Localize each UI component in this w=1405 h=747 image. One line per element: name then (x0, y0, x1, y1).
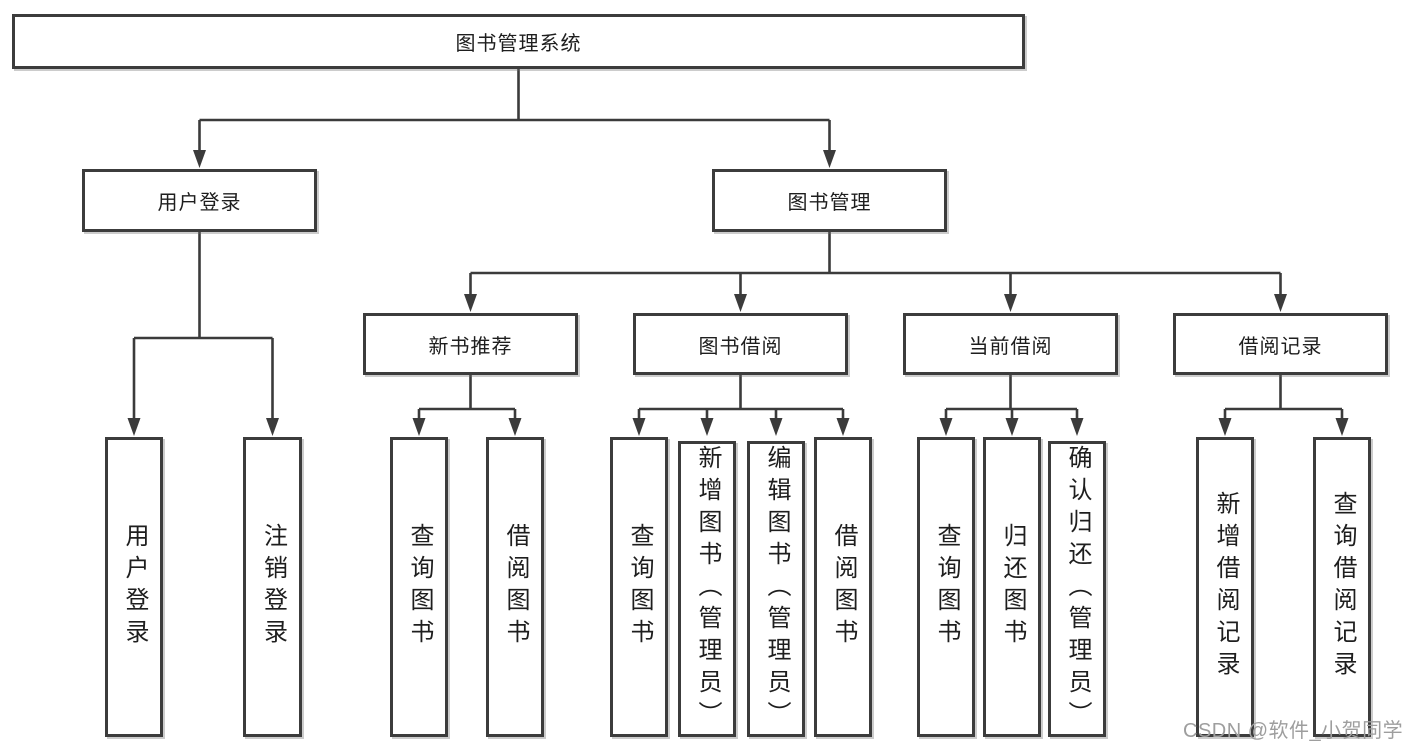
leaf-current-query: 查询图书 (917, 437, 975, 737)
node-label: 新书推荐 (428, 335, 513, 358)
leaf-borrowing-query: 查询图书 (610, 437, 668, 737)
node-label: 用户登录 (157, 192, 242, 214)
leaf-label: 新增图书（管理员） (694, 445, 721, 733)
leaf-borrowing-borrow: 借阅图书 (814, 437, 872, 737)
leaf-records-query: 查询借阅记录 (1313, 437, 1371, 737)
node-new-book-recommend: 新书推荐 (363, 313, 578, 375)
node-root-system: 图书管理系统 (12, 14, 1025, 69)
leaf-label: 查询图书 (406, 523, 433, 651)
leaf-newbooks-query: 查询图书 (390, 437, 448, 737)
node-label: 图书管理 (787, 192, 872, 214)
leaf-current-confirm-return-admin: 确认归还（管理员） (1048, 441, 1106, 737)
leaf-label: 编辑图书（管理员） (763, 445, 790, 733)
leaf-label: 注销登录 (259, 523, 287, 651)
leaf-records-add: 新增借阅记录 (1196, 437, 1254, 737)
leaf-label: 借阅图书 (502, 523, 529, 651)
leaf-label: 借阅图书 (830, 523, 857, 651)
leaf-label: 查询借阅记录 (1329, 491, 1356, 683)
node-label: 图书管理系统 (455, 33, 582, 55)
csdn-watermark: CSDN @软件_小贺同学 (1183, 720, 1404, 742)
leaf-borrowing-edit-admin: 编辑图书（管理员） (747, 441, 805, 737)
leaf-label: 归还图书 (999, 523, 1026, 651)
leaf-user-login: 用户登录 (105, 437, 163, 737)
node-current-borrowing: 当前借阅 (903, 313, 1118, 375)
leaf-label: 查询图书 (626, 523, 653, 651)
leaf-logout: 注销登录 (243, 437, 302, 737)
leaf-label: 用户登录 (121, 523, 148, 651)
leaf-borrowing-add-admin: 新增图书（管理员） (678, 441, 736, 737)
node-label: 图书借阅 (698, 335, 783, 358)
node-borrow-records: 借阅记录 (1173, 313, 1388, 375)
node-book-borrowing: 图书借阅 (633, 313, 848, 375)
leaf-current-return: 归还图书 (983, 437, 1041, 737)
leaf-newbooks-borrow: 借阅图书 (486, 437, 544, 737)
leaf-label: 查询图书 (933, 523, 960, 651)
node-book-management: 图书管理 (712, 169, 947, 232)
node-user-login: 用户登录 (82, 169, 317, 232)
node-label: 借阅记录 (1238, 335, 1323, 358)
leaf-label: 确认归还（管理员） (1064, 445, 1091, 733)
leaf-label: 新增借阅记录 (1212, 491, 1239, 683)
node-label: 当前借阅 (968, 335, 1053, 358)
